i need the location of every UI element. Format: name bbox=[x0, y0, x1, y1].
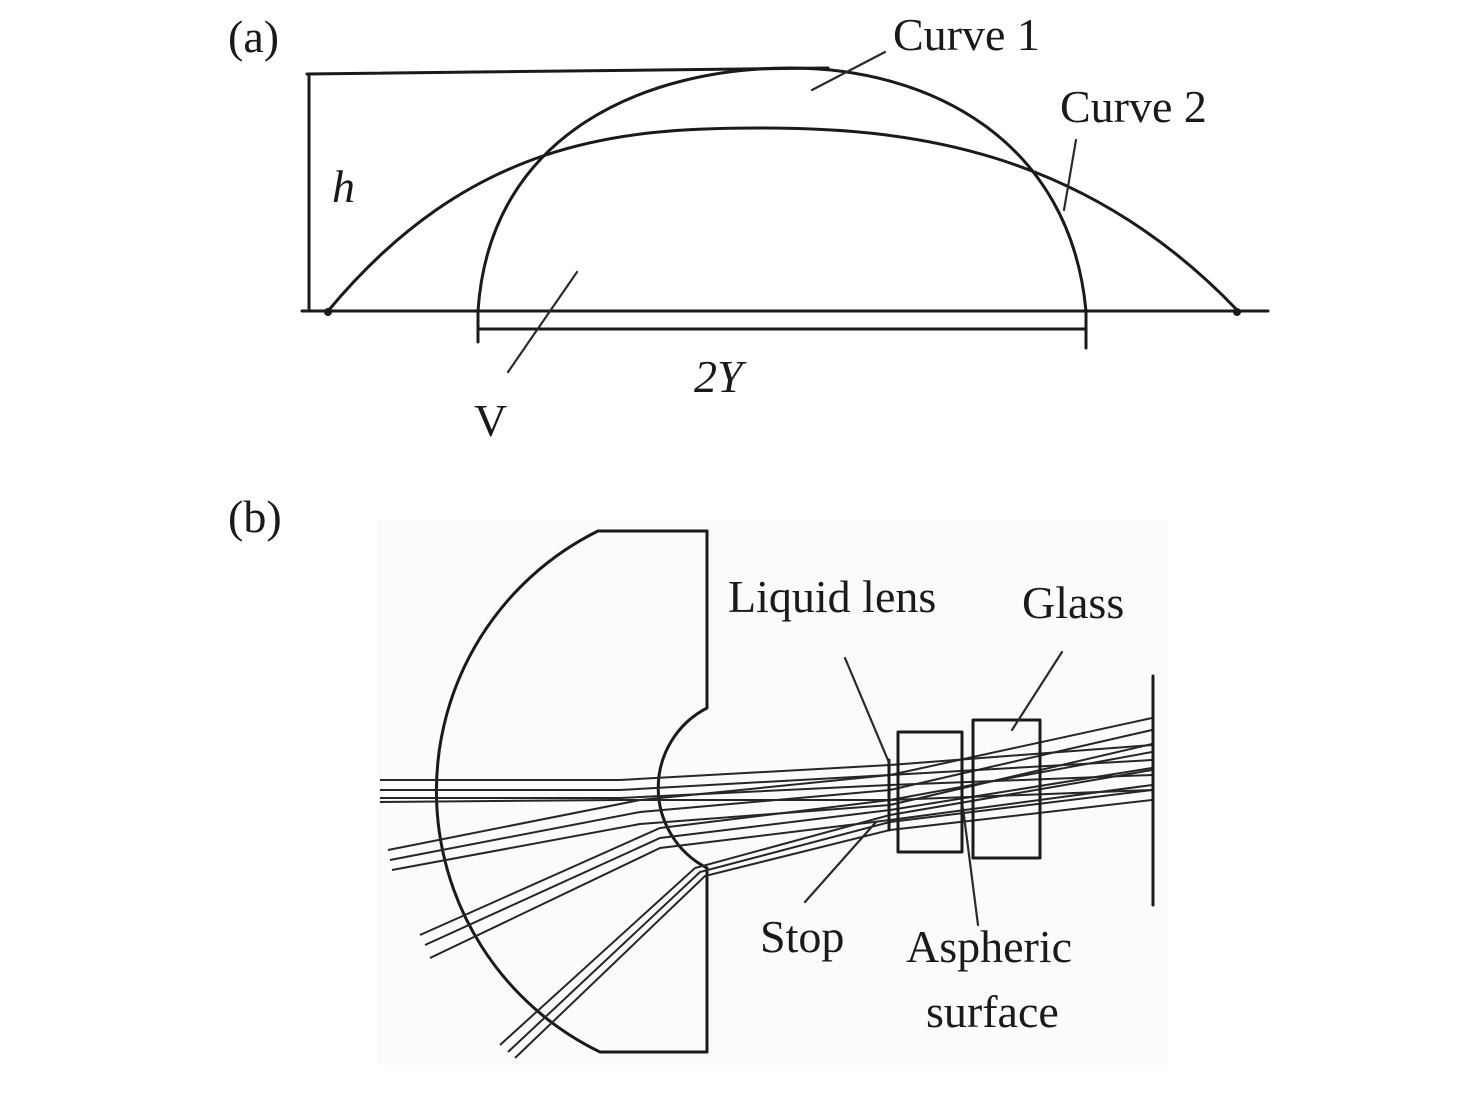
liquid-lens-leader bbox=[843, 656, 892, 767]
curve-1 bbox=[476, 66, 1088, 313]
front-lens-element bbox=[434, 529, 709, 1054]
ray bbox=[379, 789, 1153, 803]
glass-label: Glass bbox=[1022, 577, 1124, 628]
ray bbox=[380, 774, 1153, 799]
aspheric-surface-leader bbox=[961, 806, 980, 927]
ray bbox=[499, 769, 1153, 1046]
curve-2-left-end bbox=[324, 308, 332, 316]
ray bbox=[507, 789, 1153, 1053]
panel-b: (b) bbox=[228, 491, 1168, 1065]
ray bbox=[419, 751, 1153, 936]
panel-b-label: (b) bbox=[228, 491, 282, 542]
aspheric-label-line1: Aspheric bbox=[906, 921, 1072, 972]
curve-1-leader bbox=[810, 50, 887, 92]
curve-2-label: Curve 2 bbox=[1060, 81, 1207, 132]
panel-a: (a) Curve 1 Curve 2 h 2Y V bbox=[228, 9, 1270, 446]
glass-element bbox=[971, 718, 1042, 860]
ray bbox=[514, 799, 1153, 1059]
ray bbox=[380, 759, 1153, 791]
height-label: h bbox=[332, 161, 355, 212]
vertex-leader bbox=[506, 270, 579, 374]
optical-layout-background bbox=[378, 520, 1168, 1065]
top-reference-line bbox=[305, 66, 830, 76]
panel-a-label: (a) bbox=[228, 11, 279, 62]
curve-2-right-end bbox=[1233, 308, 1241, 316]
glass-leader bbox=[1010, 650, 1064, 732]
ray bbox=[429, 784, 1153, 959]
curve-2-leader bbox=[1062, 138, 1078, 212]
ray bbox=[380, 744, 1153, 781]
ray-bundles bbox=[379, 717, 1153, 1059]
vertex-label: V bbox=[474, 395, 507, 446]
liquid-lens-element bbox=[896, 730, 964, 854]
stop-label: Stop bbox=[760, 911, 844, 962]
ray bbox=[424, 767, 1153, 946]
stop-leader bbox=[803, 820, 878, 904]
width-label: 2Y bbox=[694, 351, 747, 402]
curve-1-label: Curve 1 bbox=[893, 9, 1040, 60]
liquid-lens-label: Liquid lens bbox=[728, 571, 936, 622]
ray bbox=[387, 717, 1153, 851]
curve-2 bbox=[326, 126, 1240, 313]
aspheric-label-line2: surface bbox=[926, 986, 1059, 1037]
ray bbox=[389, 729, 1153, 861]
